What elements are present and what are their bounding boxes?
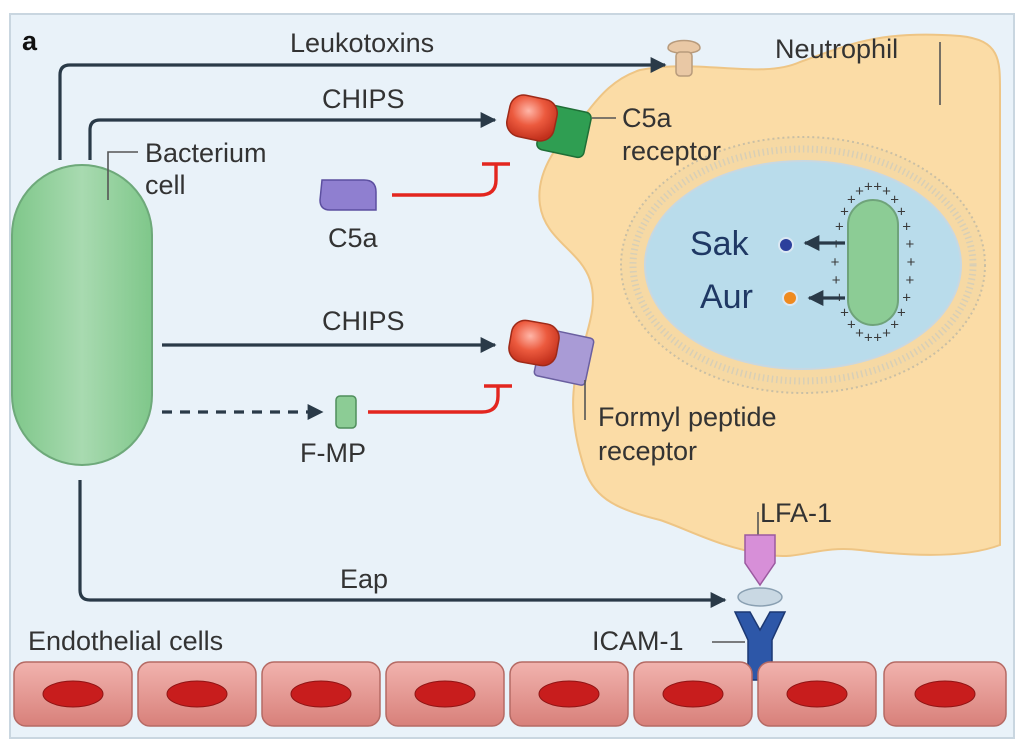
endothelial-cell-layer — [13, 661, 1007, 727]
lfa1-receptor — [744, 534, 776, 587]
plus-sign-icon: + — [873, 329, 882, 346]
plus-sign-icon: + — [864, 179, 873, 196]
plus-sign-icon: + — [902, 289, 911, 306]
c5a-inhibition-line — [392, 164, 498, 197]
engulfed-bacterium — [847, 199, 899, 326]
eap-protein — [737, 587, 783, 607]
bacterium-label-line2: cell — [145, 170, 186, 200]
plus-sign-icon: + — [897, 304, 906, 321]
chips-protein-top — [506, 94, 558, 142]
plus-sign-icon: + — [855, 325, 864, 342]
eap-label: Eap — [340, 564, 388, 594]
bacterium-leader — [107, 151, 138, 200]
icam1-receptor — [733, 611, 787, 681]
endothelial-nucleus — [166, 680, 228, 708]
chips-top-arrow — [88, 112, 497, 160]
fmp-peptide — [335, 395, 357, 429]
fmp-inhibition-line — [368, 386, 500, 414]
endothelial-nucleus — [290, 680, 352, 708]
c5a-receptor-label-line1: C5a — [622, 103, 673, 133]
fmp-label: F-MP — [300, 438, 366, 468]
plus-sign-icon: + — [897, 204, 906, 221]
c5a-ligand — [319, 179, 377, 211]
plus-sign-icon: + — [840, 304, 849, 321]
endothelial-nucleus — [414, 680, 476, 708]
plus-sign-icon: + — [831, 254, 840, 271]
formyl-receptor-label-line1: Formyl peptide — [598, 402, 777, 432]
chips-bottom-label: CHIPS — [322, 306, 405, 336]
plus-sign-icon: + — [906, 236, 915, 253]
leukotoxins-arrow — [58, 57, 667, 160]
endothelial-nucleus — [538, 680, 600, 708]
endothelial-nucleus — [914, 680, 976, 708]
formyl-receptor-label-line2: receptor — [598, 436, 697, 466]
neutrophil-label: Neutrophil — [775, 34, 898, 64]
plus-sign-icon: + — [890, 317, 899, 334]
bacterium-cell — [11, 164, 153, 466]
plus-sign-icon: + — [832, 272, 841, 289]
plus-sign-icon: + — [906, 272, 915, 289]
chips-protein-bottom — [508, 319, 560, 367]
aur-dot — [782, 290, 798, 306]
sak-label: Sak — [690, 225, 750, 263]
plus-sign-icon: + — [855, 183, 864, 200]
plus-sign-icon: + — [840, 204, 849, 221]
endothelial-nucleus — [42, 680, 104, 708]
plus-sign-icon: + — [902, 219, 911, 236]
endothelial-nucleus — [786, 680, 848, 708]
bacterium-label-line1: Bacterium — [145, 138, 267, 168]
eap-arrow — [78, 480, 727, 608]
mushroom-pore-icon — [667, 39, 701, 77]
c5a-receptor-label-line2: receptor — [622, 136, 721, 166]
aur-label: Aur — [700, 278, 753, 316]
lfa1-label: LFA-1 — [760, 498, 832, 528]
plus-sign-icon: + — [847, 317, 856, 334]
plus-sign-icon: + — [882, 325, 891, 342]
plus-sign-icon: + — [882, 183, 891, 200]
plus-sign-icon: + — [847, 191, 856, 208]
endothelial-nucleus — [662, 680, 724, 708]
c5a-label: C5a — [328, 223, 379, 253]
plus-sign-icon: + — [907, 254, 916, 271]
plus-sign-icon: + — [890, 191, 899, 208]
chips-top-label: CHIPS — [322, 84, 405, 114]
nucleus-membrane-dots — [629, 145, 977, 385]
endothelial-label: Endothelial cells — [28, 626, 223, 656]
plus-sign-icon: + — [864, 329, 873, 346]
plus-sign-icon: + — [835, 219, 844, 236]
sak-dot — [778, 237, 794, 253]
panel-label: a — [22, 26, 38, 56]
icam1-label: ICAM-1 — [592, 626, 684, 656]
leukotoxins-label: Leukotoxins — [290, 28, 434, 58]
plus-sign-icon: + — [873, 179, 882, 196]
